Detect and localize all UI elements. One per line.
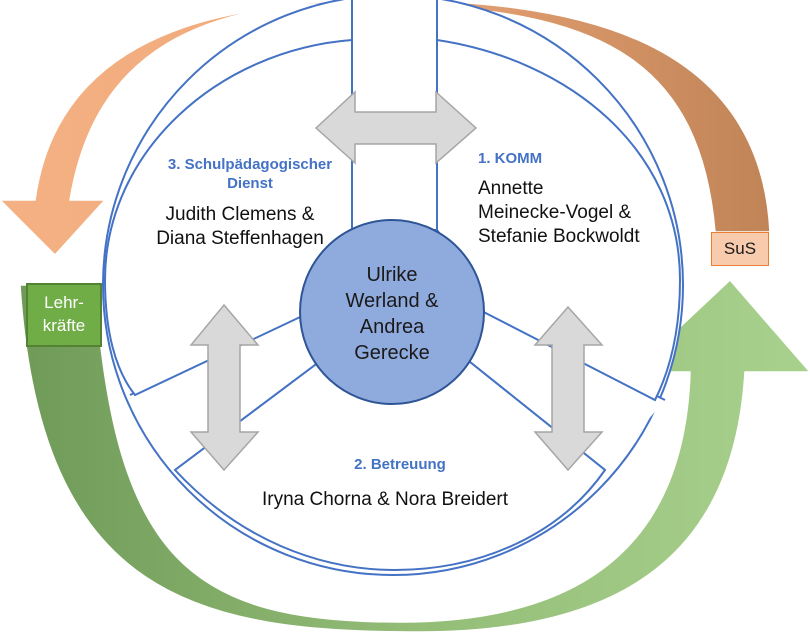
center-line: Andrea xyxy=(359,316,425,338)
betreuung-heading: 2. Betreuung xyxy=(354,456,446,473)
top-cycle-arrow-icon xyxy=(0,0,771,257)
betreuung-person-line: Iryna Chorna & Nora Breidert xyxy=(261,489,509,510)
schulpaed-person-line: Judith Clemens & xyxy=(165,204,315,225)
center-circle xyxy=(299,219,485,405)
center-names: Ulrike Werland & Andrea Gerecke xyxy=(322,262,462,366)
komm-person-line: Stefanie Bockwoldt xyxy=(478,225,640,247)
sus-tag: SuS xyxy=(711,232,769,266)
double-arrow-vertical-left-icon xyxy=(189,303,260,472)
schulpaed-heading-line: 3. Schulpädagogischer xyxy=(167,156,333,173)
lehrkraefte-line: Lehr- xyxy=(44,293,84,313)
komm-person-line: Meinecke-Vogel & xyxy=(478,201,632,223)
lehrkraefte-tag: Lehr- kräfte xyxy=(26,283,102,347)
double-arrow-horizontal-icon xyxy=(314,90,478,165)
lehrkraefte-line: kräfte xyxy=(42,316,86,335)
schulpaed-heading-line: Dienst xyxy=(227,174,273,192)
schulpaed-person-line: Diana Steffenhagen xyxy=(156,227,324,249)
komm-people: Annette Meinecke-Vogel & Stefanie Bockwo… xyxy=(478,177,640,248)
double-arrow-vertical-right-icon xyxy=(533,305,604,472)
betreuung-people: Iryna Chorna & Nora Breidert xyxy=(220,488,550,512)
schulpaed-heading: 3. Schulpädagogischer Dienst xyxy=(150,156,350,194)
schulpaed-people: Judith Clemens & Diana Steffenhagen xyxy=(140,203,340,251)
center-line: Gerecke xyxy=(354,342,430,364)
center-line: Ulrike xyxy=(366,264,418,286)
bottom-cycle-arrow-icon xyxy=(19,278,810,633)
center-line: Werland & xyxy=(345,290,439,312)
komm-heading: 1. KOMM xyxy=(478,150,543,167)
komm-person-line: Annette xyxy=(478,178,544,199)
